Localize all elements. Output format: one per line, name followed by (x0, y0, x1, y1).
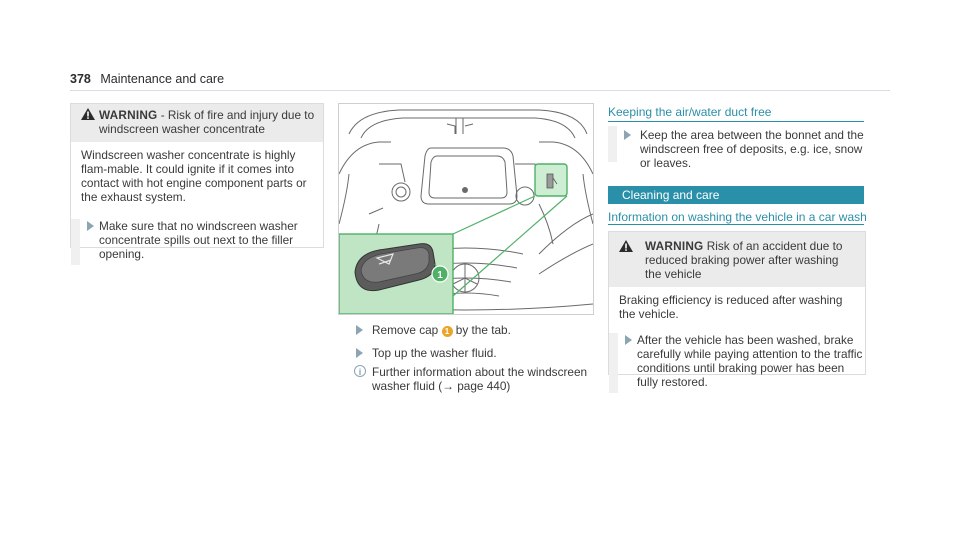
section-rule (608, 121, 864, 122)
step-text: Top up the washer fluid. (372, 346, 497, 360)
step-bar (608, 126, 617, 162)
arrow-icon (87, 221, 94, 231)
warning-subtitle: - Risk of fire and injury due to windscr… (99, 108, 315, 136)
step-top-up: Top up the washer fluid. (356, 346, 596, 360)
warning-heading-text: WARNING - Risk of fire and injury due to… (81, 108, 315, 136)
engine-bay-figure: 1 (338, 103, 594, 315)
header-divider (70, 90, 890, 91)
warning-triangle-icon (81, 108, 95, 120)
warning-step: After the vehicle has been washed, brake… (609, 333, 865, 393)
step-text: Remove cap (372, 323, 442, 337)
header-title: Maintenance and care (100, 72, 225, 86)
info-note: i Further information about the windscre… (354, 365, 596, 393)
step-bar (71, 219, 80, 265)
arrow-icon (356, 325, 363, 335)
info-text: Further information about the windscreen… (372, 365, 588, 393)
step-bar (609, 333, 618, 393)
middle-instructions: Remove cap 1 by the tab. Top up the wash… (354, 323, 596, 402)
fire-warning-box: WARNING - Risk of fire and injury due to… (70, 103, 324, 265)
step-text: Keep the area between the bonnet and the… (640, 128, 864, 170)
warning-step-text: After the vehicle has been washed, brake… (637, 333, 863, 389)
step-text-suffix: by the tab. (452, 323, 511, 337)
warning-title: WARNING (99, 108, 158, 122)
warning-header: WARNING - Risk of fire and injury due to… (71, 104, 323, 142)
step-remove-cap: Remove cap 1 by the tab. (356, 323, 596, 337)
section-heading-air-duct: Keeping the air/water duct free (608, 105, 772, 119)
callout-badge: 1 (441, 326, 453, 337)
figure-callout-1: 1 (437, 270, 443, 281)
braking-warning-box: WARNING Risk of an accident due to reduc… (608, 231, 866, 393)
arrow-icon (625, 335, 632, 345)
section-rule (608, 224, 864, 225)
arrow-icon (624, 130, 631, 140)
engine-bay-illustration: 1 (339, 109, 593, 314)
arrow-icon (356, 348, 363, 358)
page-header: 378 Maintenance and care (70, 72, 224, 86)
warning-header: WARNING Risk of an accident due to reduc… (609, 232, 865, 287)
warning-subtitle: Risk of an accident due to reduced braki… (645, 239, 843, 281)
warning-step: Make sure that no windscreen washer conc… (71, 219, 323, 265)
warning-triangle-icon (619, 240, 633, 252)
page-number: 378 (70, 72, 91, 86)
warning-step-text: Make sure that no windscreen washer conc… (99, 219, 298, 261)
step-keep-area-free: Keep the area between the bonnet and the… (624, 128, 876, 170)
warning-body: Windscreen washer concentrate is highly … (81, 148, 307, 204)
section-banner: Cleaning and care (608, 186, 864, 204)
section-heading-car-wash: Information on washing the vehicle in a … (608, 210, 867, 224)
warning-body: Braking efficiency is reduced after wash… (619, 293, 843, 321)
info-icon: i (354, 365, 366, 377)
warning-title: WARNING (645, 239, 704, 253)
warning-heading-text: WARNING Risk of an accident due to reduc… (619, 239, 857, 281)
